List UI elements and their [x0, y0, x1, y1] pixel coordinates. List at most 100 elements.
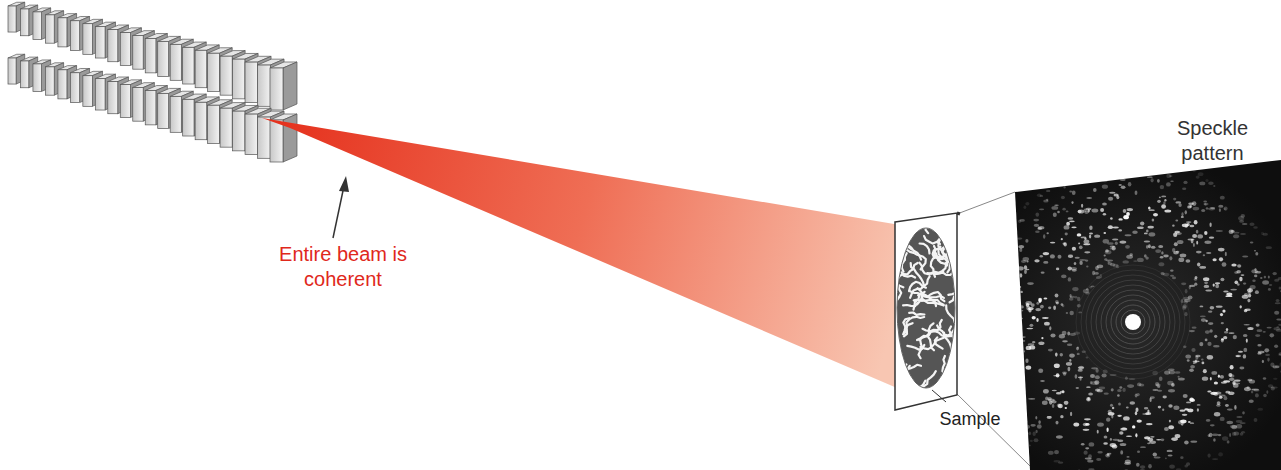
speckle-grain [1132, 425, 1135, 428]
magnet-block [58, 70, 67, 99]
speckle-grain [1254, 418, 1258, 422]
speckle-grain [1097, 422, 1104, 426]
speckle-grain [1084, 251, 1090, 253]
speckle-grain [1130, 401, 1136, 404]
speckle-grain [1186, 221, 1192, 223]
speckle-grain [1160, 185, 1164, 189]
speckle-grain [1218, 205, 1223, 208]
speckle-grain [1104, 392, 1109, 394]
speckle-grain [1276, 326, 1279, 328]
speckle-grain [1180, 254, 1187, 258]
speckle-grain [1036, 212, 1040, 216]
speckle-grain [1020, 273, 1023, 277]
speckle-grain [1173, 406, 1179, 410]
speckle-grain [1120, 178, 1126, 181]
speckle-grain [1117, 394, 1120, 397]
speckle-grain [1251, 391, 1253, 394]
speckle-grain [1174, 242, 1178, 246]
speckle-grain [1125, 234, 1132, 236]
speckle-grain [1249, 223, 1254, 227]
speckle-grain [1109, 192, 1115, 194]
speckle-grain [1215, 284, 1219, 288]
speckle-grain [1222, 436, 1228, 441]
speckle-grain [1094, 380, 1099, 385]
speckle-grain [1206, 252, 1211, 254]
speckle-grain [1055, 300, 1059, 303]
speckle-grain [1033, 219, 1039, 222]
speckle-grain [1163, 255, 1169, 258]
speckle-grain [1202, 362, 1205, 365]
magnet-block [195, 102, 207, 139]
speckle-grain [1026, 261, 1028, 263]
speckle-grain [1007, 235, 1013, 239]
speckle-grain [1114, 171, 1120, 174]
speckle-grain [1220, 278, 1224, 282]
speckle-grain [1004, 402, 1007, 405]
speckle-grain [1054, 204, 1059, 206]
speckle-grain [1013, 330, 1020, 334]
speckle-grain [1254, 250, 1256, 252]
speckle-grain [1094, 272, 1098, 275]
speckle-grain [1190, 225, 1195, 228]
speckle-grain [1206, 419, 1210, 422]
speckle-grain [1147, 176, 1153, 178]
magnet-block [245, 114, 258, 154]
speckle-grain [1209, 329, 1212, 333]
speckle-grain [1201, 318, 1206, 322]
speckle-grain [1026, 346, 1031, 350]
speckle-grain [1036, 302, 1039, 305]
speckle-grain [1002, 246, 1008, 249]
speckle-grain [1172, 277, 1176, 280]
speckle-grain [1026, 365, 1032, 369]
speckle-grain [1190, 441, 1197, 443]
speckle-grain [1104, 232, 1107, 234]
speckle-grain [977, 315, 979, 318]
speckle-grain [1247, 327, 1253, 330]
magnet-block [20, 61, 28, 88]
speckle-grain [1190, 422, 1194, 424]
speckle-grain [1240, 233, 1246, 235]
speckle-grain [1097, 430, 1099, 434]
speckle-grain [1018, 245, 1024, 248]
speckle-grain [1230, 365, 1234, 369]
speckle-grain [1088, 454, 1092, 458]
speckle-grain [1014, 212, 1018, 216]
speckle-grain [1079, 261, 1082, 265]
speckle-grain [1087, 397, 1090, 400]
speckle-grain [1137, 383, 1141, 387]
speckle-grain [1243, 354, 1246, 358]
speckle-grain [1038, 342, 1044, 346]
speckle-grain [1199, 342, 1203, 346]
speckle-grain [1048, 451, 1054, 455]
speckle-grain [1225, 404, 1229, 407]
speckle-grain [1035, 231, 1040, 234]
domain-stripe [937, 326, 954, 336]
speckle-grain [1006, 331, 1009, 334]
speckle-grain [1067, 344, 1072, 347]
speckle-grain [1205, 339, 1208, 342]
magnet-block [133, 36, 143, 70]
projection-line [957, 394, 1030, 466]
magnet-block [145, 38, 156, 72]
speckle-grain [1224, 208, 1226, 210]
speckle-grain [1083, 429, 1090, 431]
fringe-ring [1101, 290, 1165, 354]
speckle-grain [1200, 306, 1204, 308]
speckle-grain [1024, 421, 1028, 423]
speckle-grain [1020, 305, 1024, 308]
speckle-grain [1182, 187, 1186, 190]
speckle-grain [1112, 444, 1118, 448]
speckle-grain [1264, 276, 1266, 279]
speckle-grain [1102, 185, 1108, 189]
speckle-grain [1120, 443, 1127, 446]
speckle-grain [1004, 290, 1010, 292]
magnet-block [33, 12, 42, 40]
speckle-grain [1135, 191, 1138, 195]
speckle-grain [1056, 268, 1059, 271]
speckle-grain [1126, 406, 1129, 408]
domain-stripe [922, 292, 944, 306]
magnet-block [70, 73, 79, 103]
speckle-grain [1267, 327, 1272, 329]
speckle-grain [1038, 298, 1042, 303]
speckle-grain [1012, 358, 1015, 360]
